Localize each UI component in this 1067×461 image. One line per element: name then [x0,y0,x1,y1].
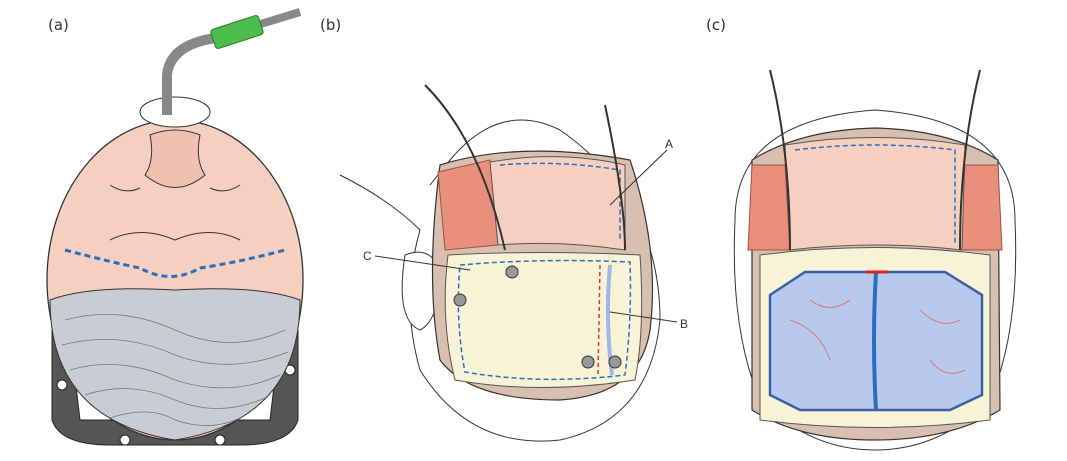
incision-line-a [64,248,286,278]
annotation-b: B [680,317,688,331]
panel-label-c: (c) [706,16,726,34]
panel-b-craniotomy: A B C [339,84,688,442]
panel-c-dural-exposure [733,69,1017,451]
panel-label-b: (b) [320,16,341,34]
tube-connector [210,15,264,49]
annotation-a: A [665,137,673,151]
panel-a-head-positioning [46,8,304,446]
panel-label-a: (a) [48,16,69,34]
annotation-c: C [363,249,372,263]
